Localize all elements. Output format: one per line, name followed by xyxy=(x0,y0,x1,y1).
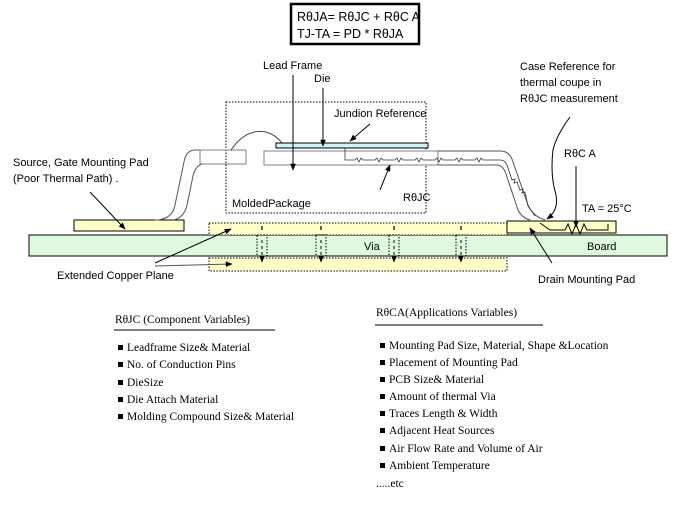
via-label: Via xyxy=(364,241,381,253)
rthjc-label: RθJC xyxy=(403,192,431,204)
case-reference-arrow xyxy=(546,116,571,220)
via xyxy=(388,226,400,263)
rthjc-resistor xyxy=(344,148,536,217)
component-variable-item: DieSize xyxy=(118,377,163,389)
svg-text:PCB Size& Material: PCB Size& Material xyxy=(389,374,484,386)
die xyxy=(275,142,429,149)
lead-frame-label: Lead Frame xyxy=(263,60,322,72)
application-variable-item: Air Flow Rate and Volume of Air xyxy=(380,443,543,455)
case-reference-label-3: RθJC measurement xyxy=(520,93,618,105)
svg-text:Ambient Temperature: Ambient Temperature xyxy=(389,460,490,472)
left-lead-tab xyxy=(199,149,247,165)
copper-plane-arrow-top xyxy=(154,228,232,264)
component-variable-item: Molding Compound Size& Material xyxy=(118,411,294,423)
copper-plane-arrow-bottom xyxy=(154,261,233,267)
formula-box: RθJA= RθJC + RθC A TJ-TA = PD * RθJA xyxy=(289,2,421,46)
application-variable-item: Amount of thermal Via xyxy=(380,391,496,403)
extended-copper-plane-label: Extended Copper Plane xyxy=(57,270,174,282)
application-variable-item: Placement of Mounting Pad xyxy=(380,357,518,369)
application-variable-item: Mounting Pad Size, Material, Shape &Loca… xyxy=(380,340,609,352)
vias xyxy=(256,226,467,263)
svg-text:Amount of thermal Via: Amount of thermal Via xyxy=(389,391,496,403)
junction-reference-label: Jundion Reference xyxy=(334,108,426,120)
left-lead xyxy=(155,149,246,221)
application-variables-title: RθCA(Applications Variables) xyxy=(376,307,517,319)
svg-text:Mounting Pad Size, Material,: Mounting Pad Size, Material, Shape &Loca… xyxy=(389,340,609,352)
board xyxy=(28,234,668,257)
drain-pad xyxy=(506,220,617,234)
component-variable-item: Leadframe Size& Material xyxy=(118,342,250,354)
component-variable-item: Die Attach Material xyxy=(118,394,218,406)
via xyxy=(256,226,268,263)
svg-text:Molding Compound Size& Materia: Molding Compound Size& Material xyxy=(127,411,294,423)
board-label: Board xyxy=(587,241,616,253)
via xyxy=(315,226,327,263)
case-reference-label-1: Case Reference for xyxy=(520,61,616,73)
rthca-label: RθC A xyxy=(564,148,596,160)
component-variable-item: No. of Conduction Pins xyxy=(118,359,236,371)
via xyxy=(455,226,467,263)
svg-text:Leadframe Size& Material: Leadframe Size& Material xyxy=(127,342,250,354)
copper-plane-top xyxy=(208,222,508,236)
bond-wire xyxy=(230,130,283,151)
die-label: Die xyxy=(314,73,331,85)
svg-text:Air Flow Rate and Volume of Ai: Air Flow Rate and Volume of Air xyxy=(389,443,543,455)
right-lead xyxy=(438,150,546,221)
lead-frame xyxy=(263,150,439,166)
source-gate-pad-label-1: Source, Gate Mounting Pad xyxy=(13,157,149,169)
svg-text:Placement of Mounting Pad: Placement of Mounting Pad xyxy=(389,357,518,369)
source-gate-pad xyxy=(73,219,185,232)
application-variable-item: Ambient Temperature xyxy=(380,460,490,472)
component-variables: RθJC (Component Variables) Leadframe Siz… xyxy=(114,314,294,423)
application-variable-item: Traces Length & Width xyxy=(380,408,498,420)
svg-text:DieSize: DieSize xyxy=(127,377,163,389)
formula-rthja: RθJA= RθJC + RθC A xyxy=(297,10,421,24)
application-variables: RθCA(Applications Variables) Mounting Pa… xyxy=(375,307,609,490)
application-variables-footer: .....etc xyxy=(376,478,404,490)
case-reference-label-2: thermal coupe in xyxy=(520,77,601,89)
source-gate-pad-arrow xyxy=(89,191,126,230)
formula-tj-ta: TJ-TA = PD * RθJA xyxy=(297,27,404,41)
application-variable-item: Adjacent Heat Sources xyxy=(380,425,495,437)
source-gate-pad-label-2: (Poor Thermal Path) . xyxy=(13,173,119,185)
ambient-temp-label: TA = 25°C xyxy=(582,203,632,215)
svg-text:Die Attach Material: Die Attach Material xyxy=(127,394,218,406)
junction-reference-arrow xyxy=(349,123,371,142)
application-variable-item: PCB Size& Material xyxy=(380,374,484,386)
svg-text:Traces Length & Width: Traces Length & Width xyxy=(389,408,498,420)
svg-text:No. of Conduction Pins: No. of Conduction Pins xyxy=(127,359,236,371)
svg-text:Adjacent Heat Sources: Adjacent Heat Sources xyxy=(389,425,495,437)
drain-pad-arrow xyxy=(529,227,553,264)
copper-plane-bottom xyxy=(208,257,508,272)
drain-mounting-pad-label: Drain Mounting Pad xyxy=(538,274,635,286)
rthjc-arrow xyxy=(379,164,391,191)
component-variables-title: RθJC (Component Variables) xyxy=(115,314,250,326)
molded-package-label: MoldedPackage xyxy=(232,198,311,210)
